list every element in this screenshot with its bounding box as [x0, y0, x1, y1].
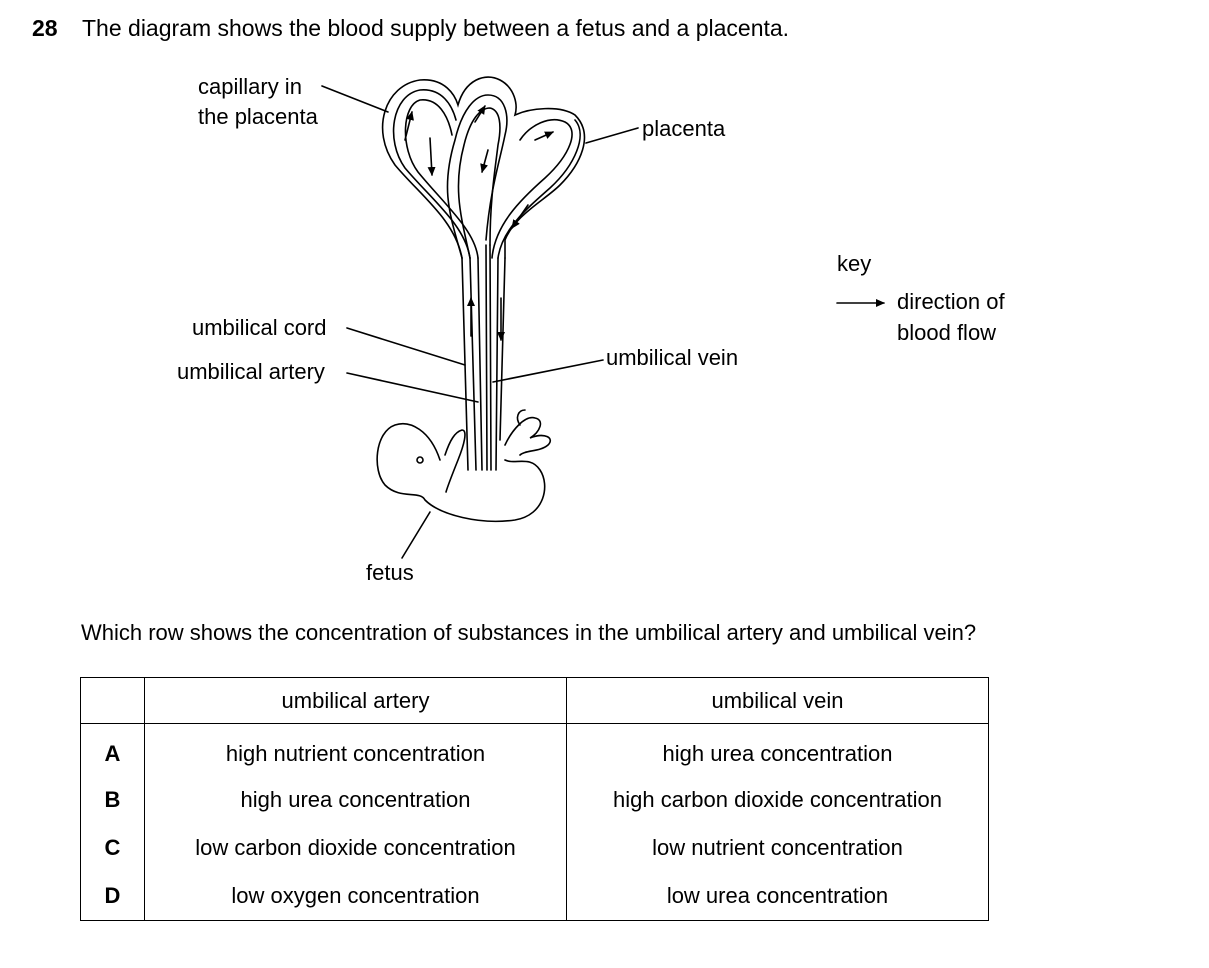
- label-umbilical-artery: umbilical artery: [177, 359, 325, 384]
- table-header-vein: umbilical vein: [566, 677, 989, 724]
- label-umbilical-vein: umbilical vein: [606, 345, 739, 370]
- option-artery: high nutrient concentration: [144, 723, 567, 776]
- flow-arrow: [534, 131, 554, 141]
- flow-arrow: [511, 204, 529, 229]
- option-vein: low urea concentration: [566, 872, 989, 921]
- label-umbilical-cord: umbilical cord: [192, 315, 327, 340]
- leader-fetus: [401, 511, 431, 559]
- placenta-outline: [381, 76, 586, 259]
- table-header-artery: umbilical artery: [144, 677, 567, 724]
- option-letter: A: [80, 723, 145, 776]
- option-letter: B: [80, 776, 145, 824]
- option-letter: D: [80, 872, 145, 921]
- option-letter: C: [80, 824, 145, 872]
- key-line2: blood flow: [897, 320, 997, 345]
- fetus-outline: [376, 423, 546, 523]
- option-artery: high urea concentration: [144, 776, 567, 824]
- flow-arrow: [474, 105, 486, 123]
- flow-arrow: [404, 111, 414, 141]
- table-row[interactable]: A high nutrient concentration high urea …: [80, 723, 989, 776]
- option-vein: low nutrient concentration: [566, 824, 989, 872]
- option-vein: high carbon dioxide concentration: [566, 776, 989, 824]
- leader-capillary: [321, 85, 389, 113]
- key-title: key: [837, 251, 872, 276]
- table-header-blank: [80, 677, 145, 724]
- leader-placenta: [585, 127, 639, 144]
- option-artery: low oxygen concentration: [144, 872, 567, 921]
- label-fetus: fetus: [366, 560, 414, 585]
- question-prompt: Which row shows the concentration of sub…: [81, 620, 977, 645]
- flow-arrow: [427, 137, 436, 176]
- question-text: The diagram shows the blood supply betwe…: [82, 15, 790, 41]
- key-description: direction of blood flow: [897, 286, 1005, 348]
- option-vein: high urea concentration: [566, 723, 989, 776]
- table-header-row: umbilical artery umbilical vein: [80, 677, 989, 724]
- option-artery: low carbon dioxide concentration: [144, 824, 567, 872]
- label-capillary-line2: the placenta: [198, 104, 318, 129]
- table-row[interactable]: C low carbon dioxide concentration low n…: [80, 824, 989, 872]
- label-placenta: placenta: [642, 116, 726, 141]
- leader-umbilical-artery: [346, 372, 479, 403]
- table-row[interactable]: D low oxygen concentration low urea conc…: [80, 872, 989, 921]
- leader-umbilical-cord: [346, 327, 466, 366]
- umbilical-cord-tube: [461, 257, 469, 471]
- answer-table: umbilical artery umbilical vein A high n…: [80, 677, 989, 921]
- placenta-fetus-diagram: [321, 76, 885, 559]
- label-capillary-line1: capillary in: [198, 74, 302, 99]
- key-line1: direction of: [897, 289, 1005, 314]
- leader-umbilical-vein: [492, 359, 604, 383]
- flow-arrow: [480, 149, 489, 173]
- question-number: 28: [32, 15, 58, 41]
- table-row[interactable]: B high urea concentration high carbon di…: [80, 776, 989, 824]
